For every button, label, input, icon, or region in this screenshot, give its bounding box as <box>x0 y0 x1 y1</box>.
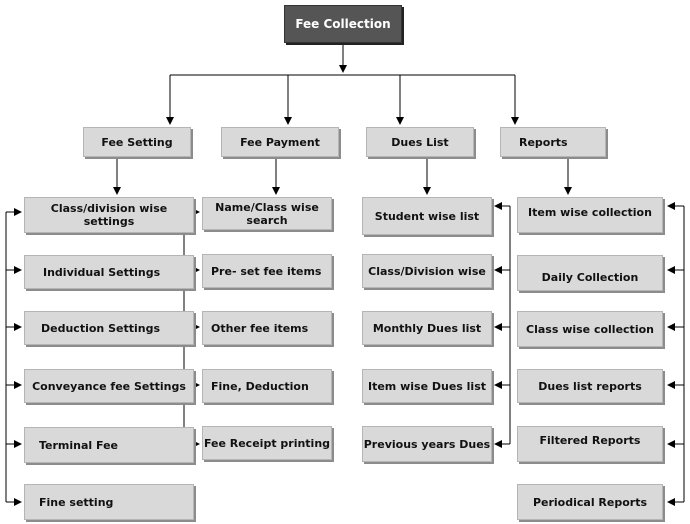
fee-payment-item-name-class-wise-search: Name/Class wise search <box>202 197 332 230</box>
fee-setting-item-conveyance-fee-settings: Conveyance fee Settings <box>24 369 194 403</box>
fee-payment-item-other-fee-items: Other fee items <box>202 311 332 345</box>
category-fee-payment: Fee Payment <box>221 127 339 157</box>
fee-payment-item-fee-receipt-printing: Fee Receipt printing <box>202 426 332 460</box>
reports-item-dues-list-reports: Dues list reports <box>517 369 663 403</box>
fee-setting-item-deduction-settings: Deduction Settings <box>24 311 194 345</box>
dues-list-item-class-division-wise: Class/Division wise <box>362 254 492 288</box>
dues-list-item-monthly-dues-list: Monthly Dues list <box>362 311 492 345</box>
fee-setting-item-terminal-fee: Terminal Fee <box>24 427 194 463</box>
reports-item-item-wise-collection: Item wise collection <box>517 197 663 233</box>
category-reports: Reports <box>500 127 606 157</box>
dues-list-item-student-wise-list: Student wise list <box>362 197 492 235</box>
reports-item-class-wise-collection: Class wise collection <box>517 311 663 347</box>
fee-setting-item-fine-setting: Fine setting <box>24 484 194 520</box>
category-dues-list: Dues List <box>366 127 474 157</box>
dues-list-item-item-wise-dues-list: Item wise Dues list <box>362 369 492 403</box>
dues-list-item-previous-years-dues: Previous years Dues <box>362 426 492 462</box>
category-fee-setting: Fee Setting <box>83 127 191 157</box>
reports-item-periodical-reports: Periodical Reports <box>517 484 663 520</box>
fee-setting-item-class-division-wise-settings: Class/division wise settings <box>24 197 194 233</box>
fee-payment-item-pre-set-fee-items: Pre- set fee items <box>202 254 332 288</box>
root-node-fee-collection: Fee Collection <box>284 5 402 43</box>
reports-item-filtered-reports: Filtered Reports <box>517 426 663 462</box>
fee-setting-item-individual-settings: Individual Settings <box>24 255 194 289</box>
reports-item-daily-collection: Daily Collection <box>517 255 663 291</box>
fee-payment-item-fine-deduction: Fine, Deduction <box>202 369 332 403</box>
